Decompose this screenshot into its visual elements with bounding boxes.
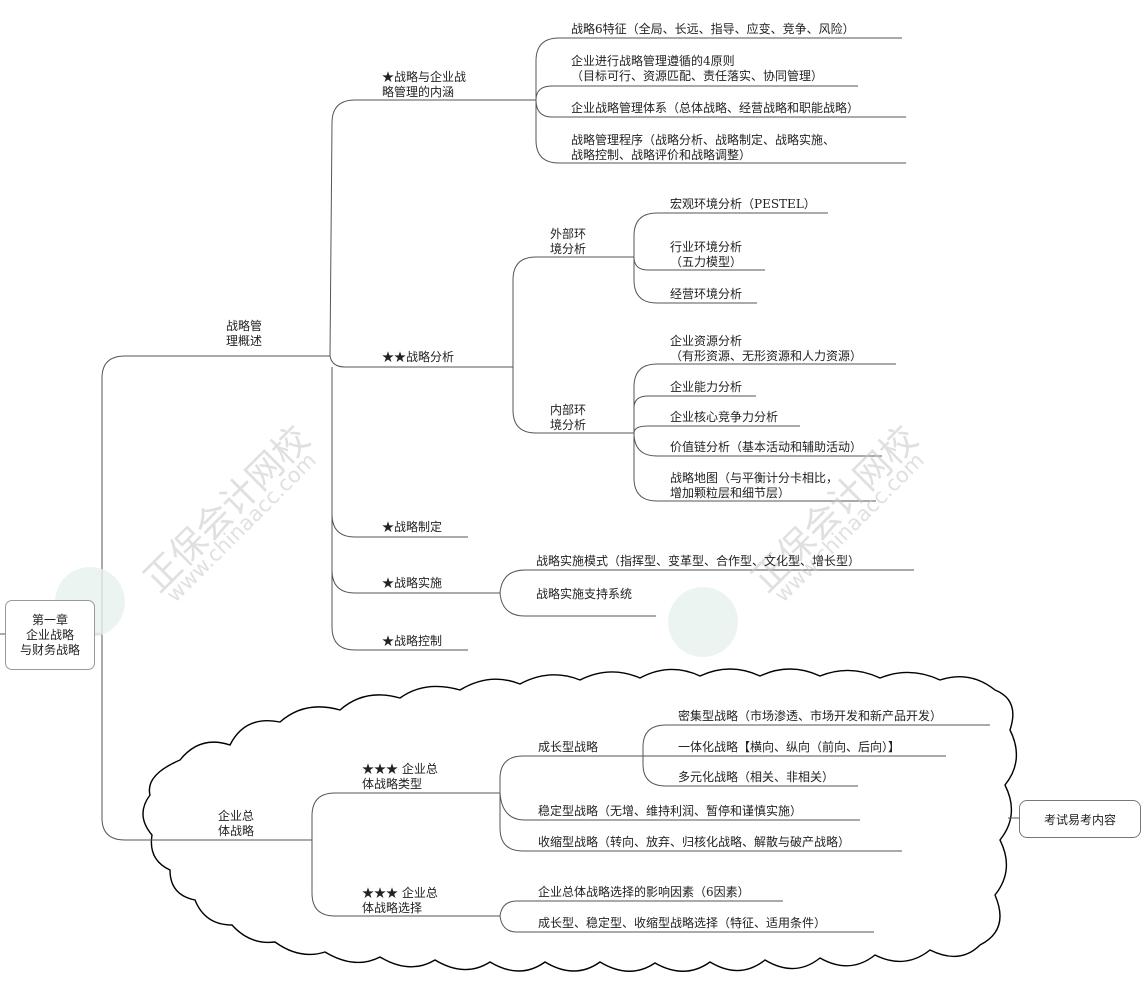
leaf-connotation-1[interactable]: 战略6特征（全局、长远、指导、应变、竞争、风险） (571, 22, 855, 36)
leaf-internal-2[interactable]: 企业能力分析 (670, 380, 743, 394)
leaf-connotation-3[interactable]: 企业战略管理体系（总体战略、经营战略和职能战略） (571, 101, 860, 115)
leaf-connotation-4[interactable]: 战略管理程序（战略分析、战略制定、战略实施、 战略控制、战略评价和战略调整） (571, 133, 836, 162)
leaf-external-2[interactable]: 行业环境分析 （五力模型） (670, 240, 743, 269)
node-analysis[interactable]: ★★战略分析 (382, 350, 455, 364)
leaf-external-3[interactable]: 经营环境分析 (670, 287, 743, 301)
leaf-internal-1[interactable]: 企业资源分析 （有形资源、无形资源和人力资源） (670, 334, 863, 363)
node-implementation[interactable]: ★战略实施 (382, 576, 443, 590)
leaf-choice-2[interactable]: 成长型、稳定型、收缩型战略选择（特征、适用条件） (538, 916, 827, 930)
node-corporate[interactable]: 企业总 体战略 (218, 809, 255, 838)
leaf-connotation-2[interactable]: 企业进行战略管理遵循的4原则 （目标可行、资源匹配、责任落实、协同管理） (571, 54, 824, 83)
node-internal[interactable]: 内部环 境分析 (550, 403, 587, 432)
leaf-internal-4[interactable]: 价值链分析（基本活动和辅助活动） (670, 440, 863, 454)
node-formulation[interactable]: ★战略制定 (382, 520, 443, 534)
node-control[interactable]: ★战略控制 (382, 634, 443, 648)
node-external[interactable]: 外部环 境分析 (550, 227, 587, 256)
leaf-implementation-1[interactable]: 战略实施模式（指挥型、变革型、合作型、文化型、增长型） (536, 554, 861, 568)
leaf-growth-1[interactable]: 密集型战略（市场渗透、市场开发和新产品开发） (678, 709, 943, 723)
leaf-growth-2[interactable]: 一体化战略【横向、纵向（前向、后向）】 (678, 740, 901, 754)
node-overview[interactable]: 战略管 理概述 (226, 319, 263, 348)
leaf-retrench[interactable]: 收缩型战略（转向、放弃、归核化战略、解散与破产战略） (538, 835, 851, 849)
exam-focus-callout[interactable]: 考试易考内容 (1019, 800, 1141, 838)
root-node[interactable]: 第一章 企业战略 与财务战略 (5, 600, 95, 670)
node-choice[interactable]: ★★★ 企业总 体战略选择 (362, 886, 438, 915)
leaf-growth-3[interactable]: 多元化战略（相关、非相关） (678, 770, 835, 784)
node-growth[interactable]: 成长型战略 (538, 740, 599, 754)
leaf-implementation-2[interactable]: 战略实施支持系统 (536, 587, 633, 601)
node-types[interactable]: ★★★ 企业总 体战略类型 (362, 762, 438, 791)
leaf-external-1[interactable]: 宏观环境分析（PESTEL） (670, 197, 816, 211)
node-connotation[interactable]: ★战略与企业战 略管理的内涵 (382, 70, 467, 99)
watermark-logo-right (668, 587, 738, 657)
leaf-choice-1[interactable]: 企业总体战略选择的影响因素（6因素） (538, 885, 750, 899)
leaf-internal-3[interactable]: 企业核心竞争力分析 (670, 410, 779, 424)
highlight-cloud (142, 668, 1018, 972)
leaf-internal-5[interactable]: 战略地图（与平衡计分卡相比， 增加颗粒层和细节层） (670, 471, 839, 500)
leaf-stable[interactable]: 稳定型战略（无增、维持利润、暂停和谨慎实施） (538, 804, 803, 818)
